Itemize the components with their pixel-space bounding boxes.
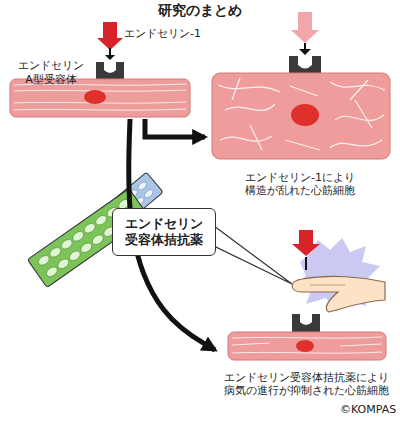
binding-arrow-head: [299, 49, 311, 55]
pill: [37, 254, 51, 267]
copyright: ©KOMPAS: [340, 403, 396, 416]
fiber: [355, 100, 372, 128]
pill: [137, 181, 149, 192]
fiber: [250, 125, 262, 150]
pill: [56, 257, 70, 270]
receptor-symbol: [96, 62, 124, 80]
muscle-cell: エンドセリン A型受容体: [10, 55, 190, 119]
striation: [14, 109, 186, 110]
striation: [232, 337, 382, 338]
callout-text: エンドセリン 受容体拮抗薬: [113, 216, 215, 247]
endothelin-ligand: [291, 12, 319, 43]
fiber: [335, 115, 384, 120]
receptor-symbol: [289, 56, 321, 75]
fiber: [350, 80, 368, 100]
binding-arrow: [305, 257, 307, 270]
title: 研究のまとめ: [0, 2, 400, 20]
fiber: [220, 136, 272, 141]
muscle-cell: エンドセリン-1により 構造が乱れた心筋細胞: [205, 40, 395, 200]
callout-box: エンドセリン 受容体拮抗薬: [112, 208, 216, 256]
receptor-symbol: [292, 314, 320, 332]
striations: [232, 337, 382, 353]
binding-arrow-head: [105, 55, 115, 60]
pill: [45, 265, 59, 278]
striations: [14, 84, 186, 110]
nucleus: [296, 340, 314, 352]
pill: [68, 249, 82, 262]
binding-arrow: [109, 48, 111, 56]
pill: [91, 233, 105, 246]
finger-line: [310, 285, 345, 286]
fiber: [225, 104, 275, 110]
fiber: [290, 86, 318, 96]
muscle-cell-disordered: [212, 73, 390, 159]
fiber: [218, 85, 280, 92]
disordered-fibers: [218, 78, 385, 150]
pill: [79, 241, 93, 254]
endothelin-ligand: [292, 230, 320, 256]
callout-tail: [214, 226, 292, 284]
pill: [71, 230, 85, 243]
pill: [60, 238, 74, 251]
fiber: [330, 140, 382, 148]
fiber: [232, 78, 240, 100]
pill: [83, 222, 97, 235]
nucleus: [84, 90, 106, 104]
flow-arrow: [145, 119, 205, 137]
node-caption: エンドセリン受容体拮抗薬により 病気の進行が抑制された心筋細胞: [215, 371, 397, 399]
fiber: [330, 82, 385, 90]
hand: [292, 276, 385, 312]
ligand-label: エンドセリン-1: [124, 26, 201, 41]
node-caption: エンドセリン A型受容体: [10, 59, 92, 87]
binding-arrow: [304, 43, 306, 50]
pill: [143, 188, 155, 199]
striation: [232, 352, 382, 353]
nucleus: [291, 104, 319, 126]
muscle-cell: エンドセリン受容体拮抗薬により 病気の進行が抑制された心筋細胞: [215, 300, 397, 400]
muscle-cell-protected: [228, 332, 386, 360]
endothelin-ligand: [97, 22, 123, 50]
pill: [48, 246, 62, 259]
pill: [94, 214, 108, 227]
node-caption: エンドセリン-1により 構造が乱れた心筋細胞: [205, 171, 395, 199]
fiber: [285, 140, 320, 150]
